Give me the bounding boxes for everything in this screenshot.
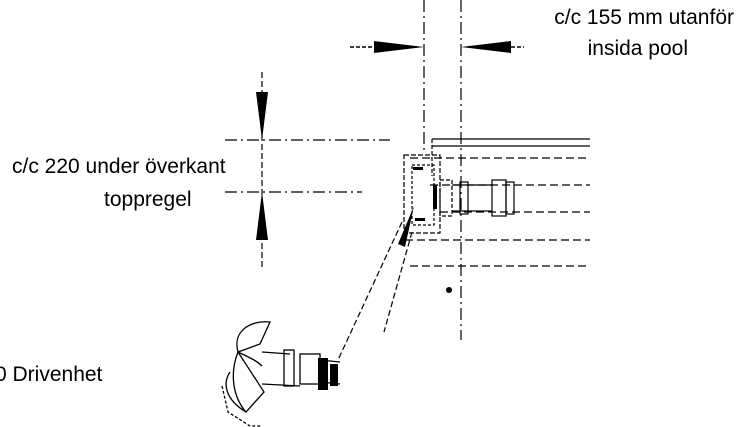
callout-line-1: [337, 221, 403, 361]
arrow-left: [461, 41, 511, 53]
drive-unit-label: 0 Drivenhet: [0, 363, 103, 386]
spacing-under-label-line1: c/c 220 under överkant: [12, 155, 226, 178]
plate-mark-2: [415, 218, 425, 221]
nozzle-collar-2: [459, 181, 469, 215]
nozzle-collar-1: [439, 179, 453, 217]
marker-dot: [446, 287, 452, 293]
spacing-under-label-line2: toppregel: [104, 188, 192, 211]
mounting-plate-inner: [411, 164, 435, 226]
callout-line-2: [383, 231, 413, 333]
arrow-callout: [398, 206, 414, 247]
plate-mark-1: [413, 167, 423, 170]
nozzle-collar-4: [505, 181, 515, 215]
arrow-right: [374, 41, 424, 53]
spacing-outside-label-line2: insida pool: [587, 37, 688, 60]
arrow-down: [256, 92, 268, 140]
spacing-outside-label-line1: c/c 155 mm utanför: [554, 6, 734, 29]
plate-mark-3: [433, 185, 437, 209]
arrow-up: [256, 192, 268, 240]
